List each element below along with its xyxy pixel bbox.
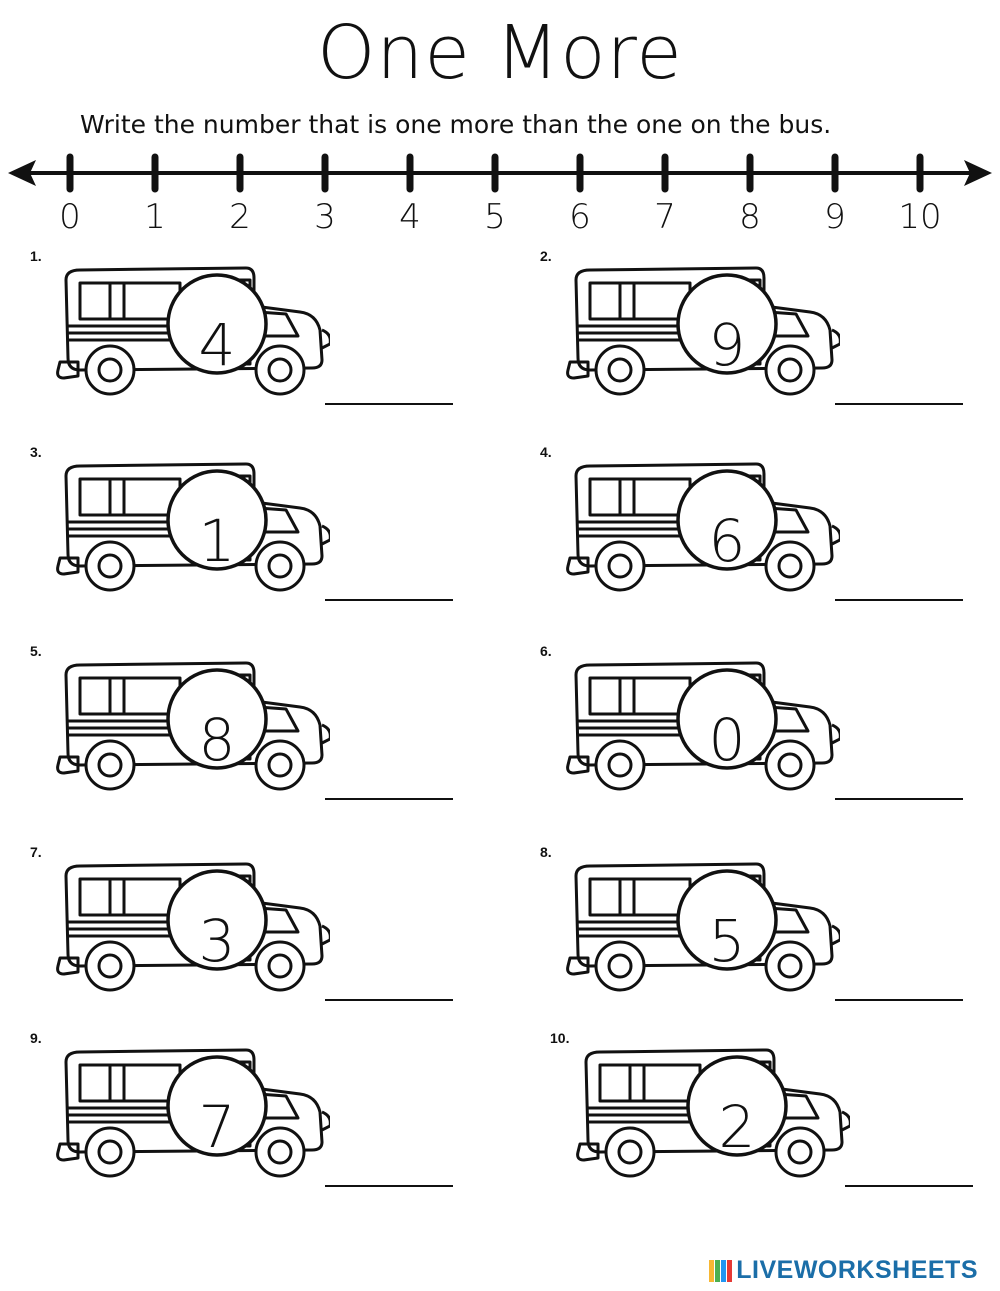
number-line-label: 9 [824,197,846,237]
problem-2: 2. [540,248,1000,428]
answer-input[interactable] [835,383,963,405]
answer-input[interactable] [325,1165,453,1187]
school-bus-icon [56,462,330,592]
school-bus-icon [566,661,840,791]
problem-number: 6. [540,643,552,659]
bus-number: 9 [708,311,746,379]
logo-bar [721,1259,727,1282]
bus-number: 6 [708,507,746,575]
problem-number: 7. [30,844,42,860]
answer-input[interactable] [325,579,453,601]
answer-input[interactable] [325,778,453,800]
problem-4: 4. [540,444,1000,624]
number-line-label: 8 [739,197,761,237]
bus-number: 2 [718,1093,756,1161]
problem-6: 6. [540,643,1000,823]
problem-number: 5. [30,643,42,659]
instructions-text: Write the number that is one more than t… [80,110,832,139]
problem-10: 10. [550,1030,1000,1210]
problem-7: 7. [30,844,490,1024]
problem-9: 9. [30,1030,490,1210]
number-line-label: 1 [144,197,166,237]
logo-icon [709,1259,733,1282]
bus-number: 0 [708,706,746,774]
bus-number: 4 [198,311,236,379]
answer-input[interactable] [325,383,453,405]
school-bus-icon [566,862,840,992]
school-bus-icon [576,1048,850,1178]
number-line-label: 4 [399,197,421,237]
bus-number: 7 [198,1093,236,1161]
problem-number: 1. [30,248,42,264]
answer-input[interactable] [325,979,453,1001]
arrow-left-icon [8,160,36,186]
logo-bar [709,1259,715,1282]
problem-number: 8. [540,844,552,860]
answer-input[interactable] [845,1165,973,1187]
bus-number: 3 [198,907,236,975]
number-line: 0 1 2 3 4 5 6 7 8 9 10 [8,153,992,237]
problem-number: 10. [550,1030,570,1046]
problem-number: 2. [540,248,552,264]
number-line-label: 10 [898,197,941,237]
answer-input[interactable] [835,979,963,1001]
liveworksheets-logo: LIVEWORKSHEETS [709,1256,978,1285]
bus-number: 5 [708,907,746,975]
number-line-label: 3 [314,197,336,237]
school-bus-icon [566,462,840,592]
answer-input[interactable] [835,778,963,800]
problem-3: 3. [30,444,490,624]
school-bus-icon [56,862,330,992]
logo-bar [715,1259,721,1282]
bus-number: 8 [198,706,236,774]
problem-number: 9. [30,1030,42,1046]
school-bus-icon [566,266,840,396]
school-bus-icon [56,661,330,791]
number-line-label: 6 [569,197,591,237]
answer-input[interactable] [835,579,963,601]
number-line-label: 5 [484,197,506,237]
logo-bar [727,1259,733,1282]
problem-8: 8. [540,844,1000,1024]
number-line-label: 0 [59,197,81,237]
problem-5: 5. [30,643,490,823]
worksheet-title: One More [317,10,683,96]
problem-number: 3. [30,444,42,460]
bus-number: 1 [198,507,236,575]
problem-1: 1. [30,248,490,428]
arrow-right-icon [964,160,992,186]
school-bus-icon [56,266,330,396]
school-bus-icon [56,1048,330,1178]
number-line-label: 7 [654,197,676,237]
brand-name: LIVEWORKSHEETS [736,1256,978,1284]
problem-number: 4. [540,444,552,460]
number-line-label: 2 [229,197,251,237]
